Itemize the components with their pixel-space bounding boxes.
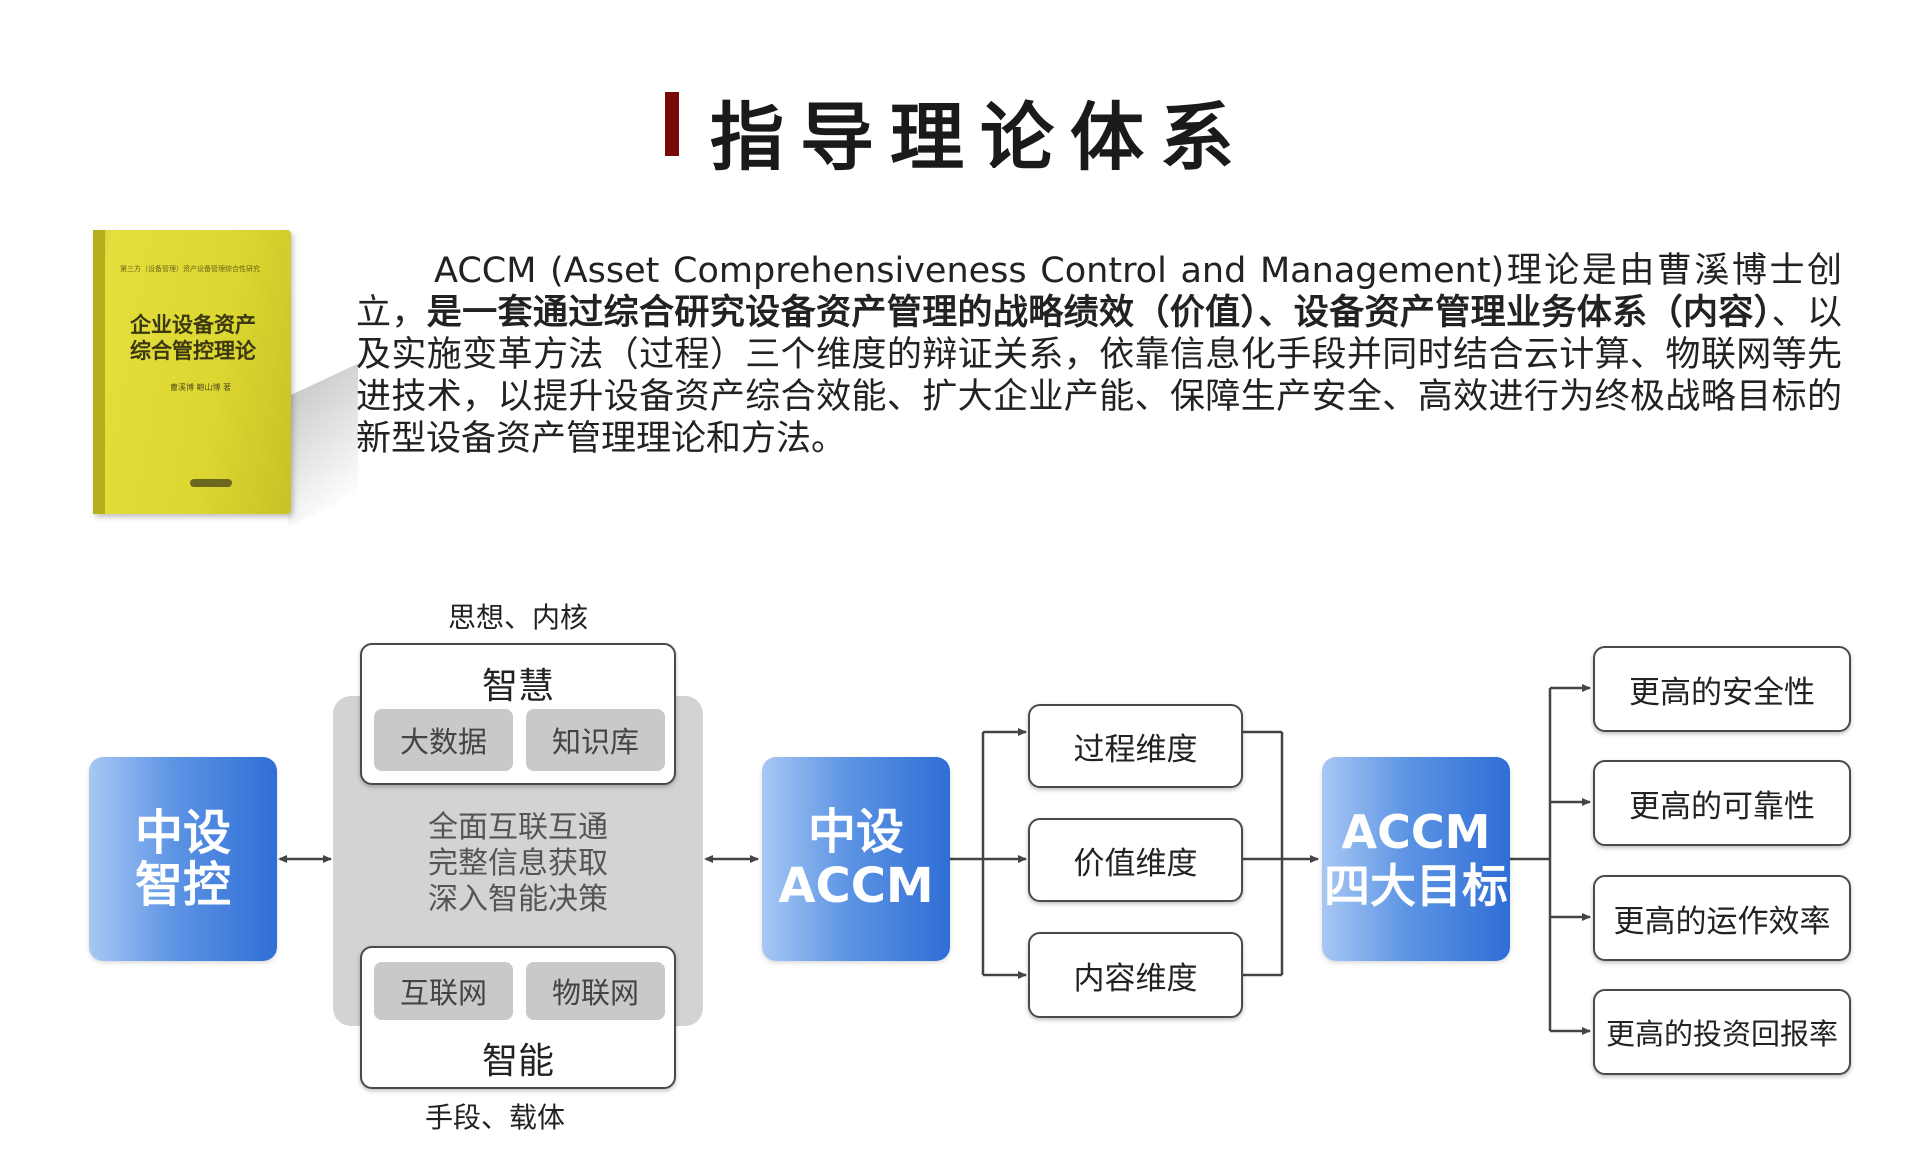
book-top-text: 第三方（设备管理）资产设备管理综合性研究 [120, 265, 260, 273]
intelligence-box: 互联网 物联网 智能 [360, 946, 676, 1089]
means-carrier-label: 手段、载体 [424, 1101, 565, 1134]
center-text-line1: 全面互联互通 [428, 810, 608, 845]
intelligence-title: 智能 [481, 1041, 554, 1082]
book-publisher-logo [190, 479, 232, 487]
internet-pill: 互联网 [374, 962, 513, 1020]
goal-box-line2: 四大目标 [1324, 859, 1508, 913]
iot-pill: 物联网 [526, 962, 665, 1020]
zhongshe-accm-box: 中设 ACCM [762, 757, 950, 961]
accm-four-goals-box: ACCM 四大目标 [1322, 757, 1510, 961]
book-title: 企业设备资产 综合管控理论 [130, 312, 280, 364]
thought-core-label: 思想、内核 [447, 601, 588, 634]
goal-reliability-box: 更高的可靠性 [1593, 760, 1851, 846]
book-title-line2: 综合管控理论 [130, 338, 256, 363]
center-text-line2: 完整信息获取 [428, 846, 608, 881]
intro-lead: ACCM (Asset Comprehensiveness Control an… [356, 251, 1842, 333]
book-title-line1: 企业设备资产 [130, 312, 256, 337]
big-data-pill: 大数据 [374, 709, 513, 771]
intro-rest: 、以及实施变革方法（过程）三个维度的辩证关系，依靠信息化手段并同时结合云计算、物… [356, 293, 1842, 459]
middle-box-line2: ACCM [778, 858, 934, 914]
process-dimension-box: 过程维度 [1028, 704, 1243, 788]
zhongshe-zhikong-box: 中设 智控 [89, 757, 277, 961]
value-dimension-box: 价值维度 [1028, 818, 1243, 902]
book-cover-image [93, 230, 291, 514]
wisdom-title: 智慧 [481, 666, 554, 707]
knowledge-base-pill: 知识库 [526, 709, 665, 771]
book-spine [93, 230, 105, 514]
wisdom-box: 智慧 大数据 知识库 [360, 643, 676, 785]
intro-bold: 是一套通过综合研究设备资产管理的战略绩效（价值）、设备资产管理业务体系（内容） [426, 293, 1772, 333]
center-text: 全面互联互通 完整信息获取 深入智能决策 [345, 810, 691, 918]
page-title: 指导理论体系 [710, 95, 1250, 181]
middle-box-line1: 中设 [807, 804, 904, 860]
left-box-line1: 中设 [134, 805, 231, 861]
content-dimension-box: 内容维度 [1028, 932, 1243, 1018]
goal-box-line1: ACCM [1341, 805, 1491, 859]
title-accent-bar [665, 92, 679, 156]
intro-paragraph: ACCM (Asset Comprehensiveness Control an… [356, 250, 1842, 460]
center-text-line3: 深入智能决策 [428, 882, 608, 917]
goal-roi-box: 更高的投资回报率 [1593, 989, 1851, 1075]
goal-efficiency-box: 更高的运作效率 [1593, 875, 1851, 961]
book-author: 曹溪博 鲍山博 著 [170, 383, 232, 392]
goal-safety-box: 更高的安全性 [1593, 646, 1851, 732]
left-box-line2: 智控 [134, 857, 231, 913]
